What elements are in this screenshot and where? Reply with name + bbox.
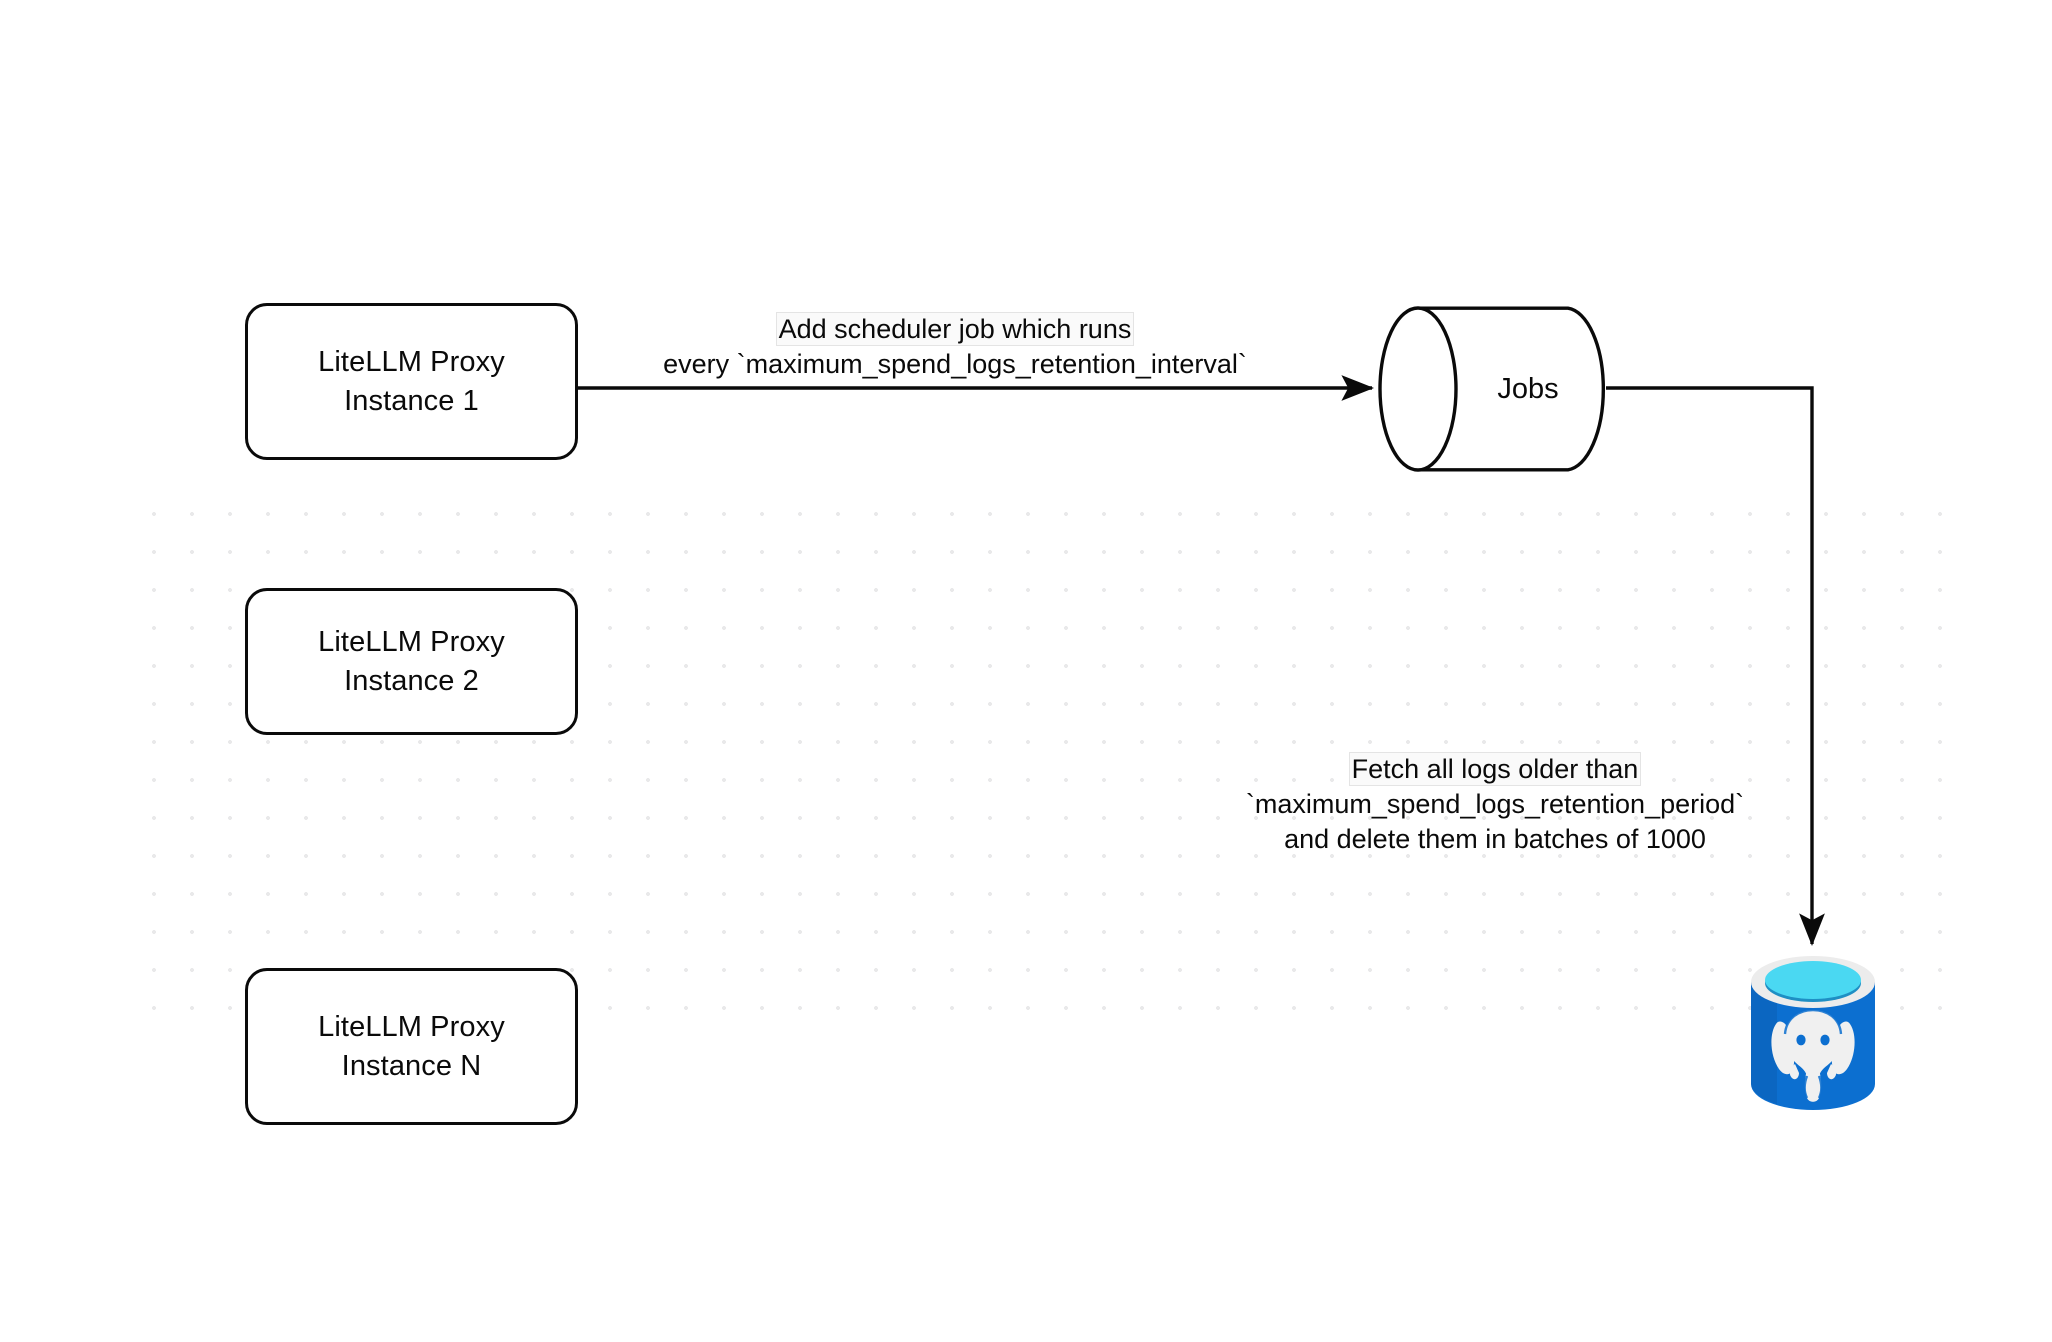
cylinder-shape bbox=[1378, 306, 1605, 472]
node-litellm-proxy-instance-1[interactable]: LiteLLM Proxy Instance 1 bbox=[245, 303, 578, 460]
postgres-elephant-eyes bbox=[1796, 1034, 1830, 1046]
node-label-line2: Instance 1 bbox=[344, 384, 479, 417]
node-postgres-database[interactable] bbox=[1743, 952, 1883, 1122]
postgresql-database-icon bbox=[1751, 956, 1875, 1110]
edge-label-line-3: and delete them in batches of 1000 bbox=[1284, 824, 1706, 855]
edge-jobs-to-postgres bbox=[1606, 386, 1825, 947]
node-jobs-queue[interactable]: Jobs bbox=[1378, 305, 1606, 473]
edge-label-fetch-and-delete-logs: Fetch all logs older than `maximum_spend… bbox=[1230, 752, 1760, 857]
node-litellm-proxy-instance-2[interactable]: LiteLLM Proxy Instance 2 bbox=[245, 588, 578, 735]
edge-label-add-scheduler-job: Add scheduler job which runs every `maxi… bbox=[585, 312, 1325, 382]
node-jobs-label: Jobs bbox=[1497, 372, 1559, 405]
postgres-elephant-glyph bbox=[1771, 1010, 1855, 1102]
node-label-line1: LiteLLM Proxy bbox=[318, 345, 505, 378]
node-label-line2: Instance 2 bbox=[344, 664, 479, 697]
edge-label-line-2: every `maximum_spend_logs_retention_inte… bbox=[663, 349, 1247, 380]
edge-label-line-1: Fetch all logs older than bbox=[1349, 753, 1641, 785]
node-litellm-proxy-instance-n[interactable]: LiteLLM Proxy Instance N bbox=[245, 968, 578, 1125]
node-label-line1: LiteLLM Proxy bbox=[318, 1010, 505, 1043]
edge-label-line-2: `maximum_spend_logs_retention_period` bbox=[1245, 789, 1745, 820]
node-label-line2: Instance N bbox=[341, 1049, 482, 1082]
node-label-line1: LiteLLM Proxy bbox=[318, 625, 505, 658]
edge-label-line-1: Add scheduler job which runs bbox=[776, 313, 1134, 345]
